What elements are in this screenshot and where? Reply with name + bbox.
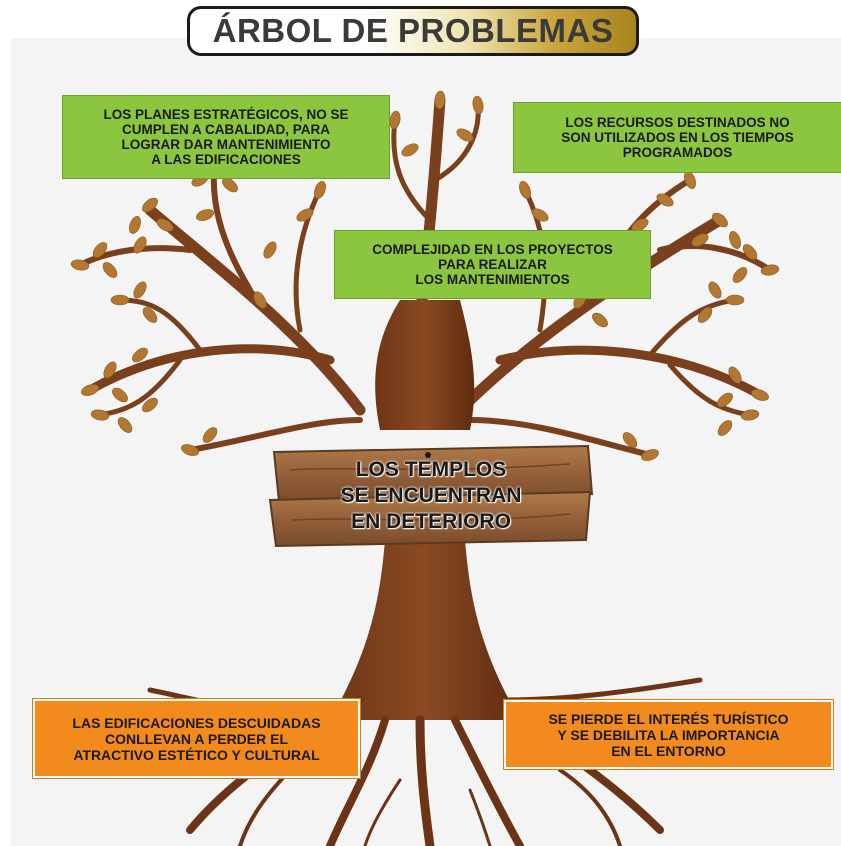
cause-text-2: LOS RECURSOS DESTINADOS NO SON UTILIZADO… bbox=[561, 115, 794, 160]
cause-box-2: LOS RECURSOS DESTINADOS NO SON UTILIZADO… bbox=[513, 102, 841, 173]
tree-leaves bbox=[70, 90, 780, 461]
effect-text-2: SE PIERDE EL INTERÉS TURÍSTICO Y SE DEBI… bbox=[548, 710, 789, 759]
cause-box-3: COMPLEJIDAD EN LOS PROYECTOS PARA REALIZ… bbox=[334, 230, 651, 299]
central-problem-text: LOS TEMPLOS SE ENCUENTRAN EN DETERIORO bbox=[340, 457, 522, 533]
cause-text-3: COMPLEJIDAD EN LOS PROYECTOS PARA REALIZ… bbox=[372, 242, 613, 287]
effect-text-1: LAS EDIFICACIONES DESCUIDADAS CONLLEVAN … bbox=[72, 714, 321, 763]
title-banner: ÁRBOL DE PROBLEMAS bbox=[187, 6, 639, 56]
tree-trunk bbox=[330, 300, 520, 720]
diagram-title: ÁRBOL DE PROBLEMAS bbox=[212, 12, 614, 49]
cause-box-1: LOS PLANES ESTRATÉGICOS, NO SE CUMPLEN A… bbox=[62, 95, 390, 179]
effect-box-2: SE PIERDE EL INTERÉS TURÍSTICO Y SE DEBI… bbox=[504, 700, 833, 769]
effect-box-1: LAS EDIFICACIONES DESCUIDADAS CONLLEVAN … bbox=[33, 699, 360, 778]
cause-text-1: LOS PLANES ESTRATÉGICOS, NO SE CUMPLEN A… bbox=[103, 107, 349, 167]
wooden-plank bbox=[268, 444, 594, 548]
central-problem-sign: LOS TEMPLOS SE ENCUENTRAN EN DETERIORO bbox=[270, 444, 592, 547]
